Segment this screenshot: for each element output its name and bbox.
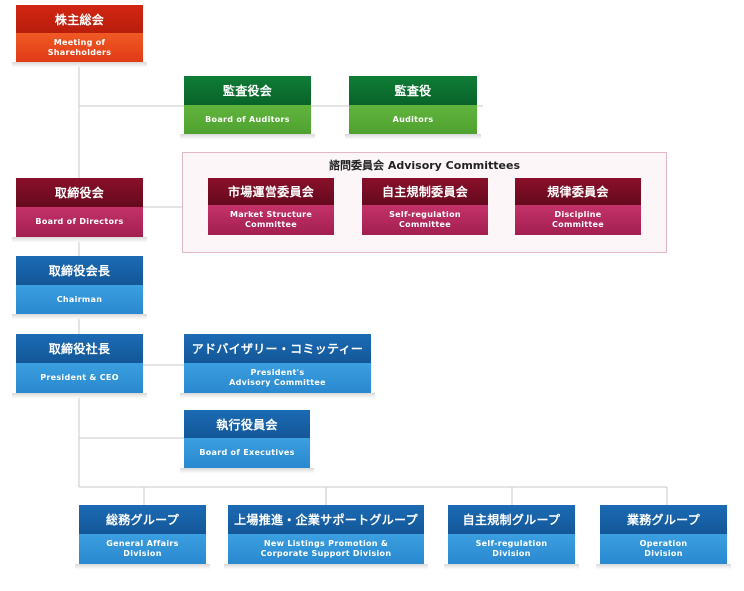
auditors-jp: 監査役 (349, 76, 477, 105)
self-regulation-committee-jp: 自主規制委員会 (362, 178, 488, 205)
self-regulation-division-box: 自主規制グループ Self-regulation Division (448, 505, 575, 564)
auditors-box: 監査役 Auditors (349, 76, 477, 134)
operation-jp: 業務グループ (600, 505, 727, 534)
president-en: President & CEO (16, 363, 143, 393)
chairman-box: 取締役会長 Chairman (16, 256, 143, 314)
self-regulation-committee-en: Self-regulation Committee (362, 205, 488, 235)
board-of-directors-jp: 取締役会 (16, 178, 143, 207)
market-structure-jp: 市場運営委員会 (208, 178, 334, 205)
board-of-directors-box: 取締役会 Board of Directors (16, 178, 143, 237)
general-affairs-en: General Affairs Division (79, 534, 206, 564)
auditors-en: Auditors (349, 105, 477, 134)
president-box: 取締役社長 President & CEO (16, 334, 143, 393)
general-affairs-jp: 総務グループ (79, 505, 206, 534)
market-structure-committee-box: 市場運営委員会 Market Structure Committee (208, 178, 334, 235)
market-structure-en: Market Structure Committee (208, 205, 334, 235)
presidents-advisory-committee-box: アドバイザリー・コミッティー President's Advisory Comm… (184, 334, 371, 393)
general-meeting-jp: 株主総会 (16, 5, 143, 33)
board-of-executives-box: 執行役員会 Board of Executives (184, 410, 310, 468)
discipline-en: Discipline Committee (515, 205, 641, 235)
general-meeting-box: 株主総会 Meeting of Shareholders (16, 5, 143, 62)
board-of-executives-jp: 執行役員会 (184, 410, 310, 438)
self-regulation-committee-box: 自主規制委員会 Self-regulation Committee (362, 178, 488, 235)
discipline-jp: 規律委員会 (515, 178, 641, 205)
general-meeting-en: Meeting of Shareholders (16, 33, 143, 62)
chairman-en: Chairman (16, 285, 143, 314)
operation-en: Operation Division (600, 534, 727, 564)
discipline-committee-box: 規律委員会 Discipline Committee (515, 178, 641, 235)
board-of-auditors-box: 監査役会 Board of Auditors (184, 76, 311, 134)
board-of-auditors-en: Board of Auditors (184, 105, 311, 134)
new-listings-en: New Listings Promotion & Corporate Suppo… (228, 534, 424, 564)
self-regulation-division-jp: 自主規制グループ (448, 505, 575, 534)
self-regulation-division-en: Self-regulation Division (448, 534, 575, 564)
advisory-committees-title: 諮問委員会 Advisory Committees (329, 159, 520, 172)
presidents-advisory-en: President's Advisory Committee (184, 363, 371, 393)
president-jp: 取締役社長 (16, 334, 143, 363)
chairman-jp: 取締役会長 (16, 256, 143, 285)
board-of-directors-en: Board of Directors (16, 207, 143, 237)
general-affairs-division-box: 総務グループ General Affairs Division (79, 505, 206, 564)
new-listings-jp: 上場推進・企業サポートグループ (228, 505, 424, 534)
board-of-executives-en: Board of Executives (184, 438, 310, 468)
presidents-advisory-jp: アドバイザリー・コミッティー (184, 334, 371, 363)
operation-division-box: 業務グループ Operation Division (600, 505, 727, 564)
new-listings-division-box: 上場推進・企業サポートグループ New Listings Promotion &… (228, 505, 424, 564)
board-of-auditors-jp: 監査役会 (184, 76, 311, 105)
